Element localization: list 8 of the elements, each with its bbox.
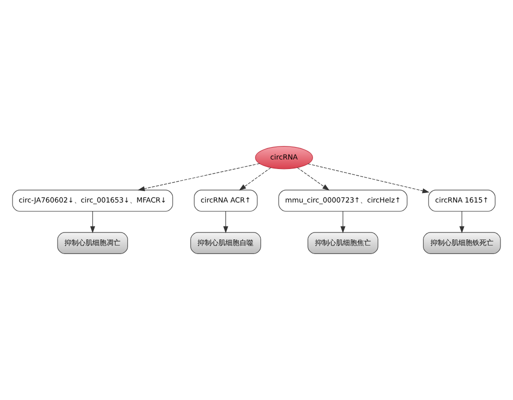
arrow — [308, 164, 430, 194]
arrow — [340, 211, 346, 234]
arrow — [90, 211, 96, 234]
arrow — [297, 167, 330, 191]
arrow — [223, 211, 228, 234]
arrow — [138, 163, 260, 192]
arrow — [459, 211, 464, 234]
arrow — [239, 167, 272, 191]
